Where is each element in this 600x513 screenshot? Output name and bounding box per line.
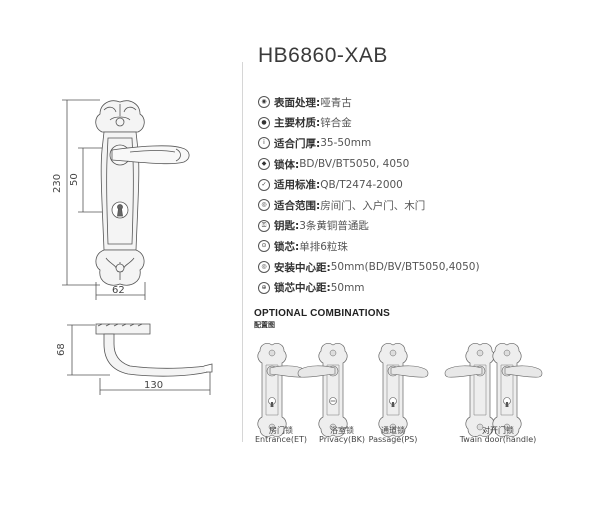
- front-view-handle: [109, 144, 190, 166]
- spec-item: ◆锁体:BD/BV/BT5050, 4050: [258, 154, 480, 175]
- combination-thumbnails: [257, 343, 543, 437]
- spec-item: ⊙锁芯:单排6粒珠: [258, 236, 480, 257]
- scope-icon: ◎: [258, 199, 270, 212]
- combinations-subtitle: 配置图: [254, 321, 275, 329]
- handle-length-label: 130: [144, 380, 163, 391]
- spec-item: ⊕锁芯中心距:50mm: [258, 277, 480, 298]
- standard-icon: ✓: [258, 178, 270, 191]
- spec-item: ✓适用标准:QB/T2474-2000: [258, 174, 480, 195]
- divider-line: [242, 62, 243, 442]
- front-view-escutcheon: [95, 100, 145, 286]
- combo-label-twain-door: 对开门锁 Twain door(handle): [459, 426, 537, 444]
- key-icon: ⚿: [258, 219, 270, 232]
- combo-privacy-image: [297, 343, 348, 437]
- door-thickness-icon: i: [258, 137, 270, 150]
- finish-icon: ◉: [258, 96, 270, 109]
- combo-entrance-image: [257, 343, 308, 437]
- center-distance-icon: ◎: [258, 261, 270, 274]
- cylinder-icon: ⊙: [258, 240, 270, 253]
- combo-passage-image: [378, 343, 429, 437]
- side-view-handle: [95, 323, 213, 377]
- spec-item: ◎安装中心距:50mm(BD/BV/BT5050,4050): [258, 257, 480, 278]
- combo-label-entrance: 房门锁 Entrance(ET): [254, 426, 308, 444]
- handle-height-label: 68: [56, 343, 67, 356]
- height-dimension-label: 230: [52, 174, 63, 193]
- width-dimension-label: 62: [112, 285, 125, 296]
- lock-body-icon: ◆: [258, 158, 270, 171]
- combo-label-passage: 通道锁 Passage(PS): [368, 426, 418, 444]
- combo-twain-left-image: [444, 343, 495, 437]
- spec-item: ◉表面处理:哑青古: [258, 92, 480, 113]
- spec-item: ●主要材质:锌合金: [258, 113, 480, 134]
- combo-twain-right-image: [492, 343, 543, 437]
- center-distance-label: 50: [69, 173, 80, 186]
- product-model-title: HB6860-XAB: [258, 44, 388, 67]
- combo-label-privacy: 浴室锁 Privacy(BK): [319, 426, 365, 444]
- spec-item: ⚿钥匙:3条黄铜普通匙: [258, 216, 480, 237]
- cylinder-distance-icon: ⊕: [258, 281, 270, 294]
- combinations-title: OPTIONAL COMBINATIONS: [254, 308, 391, 319]
- spec-item: ◎适合范围:房间门、入户门、木门: [258, 195, 480, 216]
- technical-drawing: 230 50 62 68 130: [52, 99, 213, 395]
- keyhole-icon: [111, 201, 129, 219]
- material-icon: ●: [258, 116, 270, 129]
